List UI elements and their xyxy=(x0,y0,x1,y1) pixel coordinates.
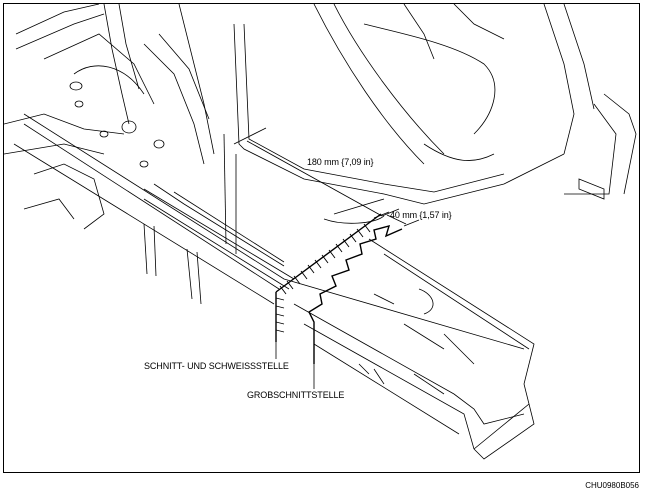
rough-cut-line xyxy=(308,225,403,364)
front-rail xyxy=(293,238,535,460)
upper-left-structure xyxy=(4,4,215,230)
sill-rail xyxy=(13,113,525,350)
rough-cut-label: GROBSCHNITTSTELLE xyxy=(247,390,345,400)
leader-lines xyxy=(275,342,315,389)
dimension-short-label: 40 mm {1,57 in} xyxy=(390,210,452,220)
vertical-struts xyxy=(143,223,202,305)
diagram-frame: 180 mm {7,09 in} 40 mm {1,57 in} SCHNITT… xyxy=(3,3,640,473)
dimension-long-label: 180 mm {7,09 in} xyxy=(307,157,374,167)
dimension-180 xyxy=(233,127,400,217)
cut-weld-label: SCHNITT- UND SCHWEISSSTELLE xyxy=(144,361,289,371)
body-rail-drawing xyxy=(4,4,637,460)
figure-code: CHU0980B056 xyxy=(585,481,639,490)
wheel-arch xyxy=(223,4,637,254)
cut-weld-ticks xyxy=(275,223,371,333)
cut-weld-line xyxy=(275,213,382,342)
